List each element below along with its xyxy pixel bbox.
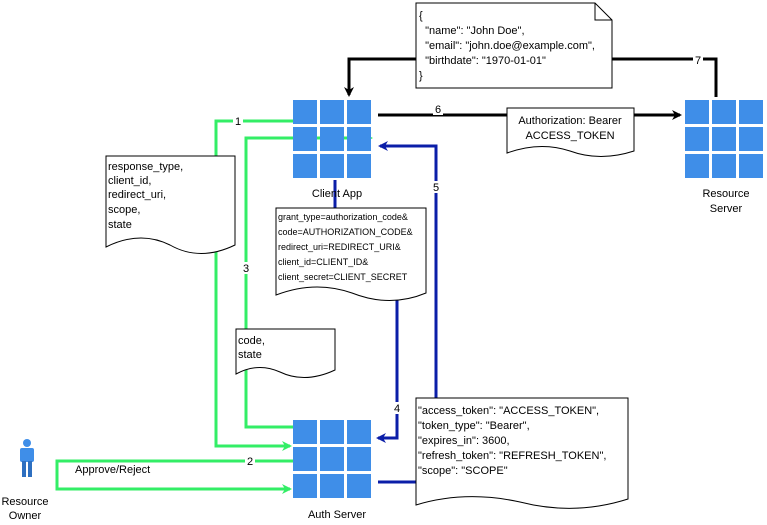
step-number: 2 — [247, 456, 253, 468]
step-4-label: 4 — [392, 402, 402, 415]
node-tile — [347, 154, 371, 178]
code-response-line: state — [238, 349, 262, 361]
flow-1-edge — [214, 119, 293, 451]
node-tile — [347, 100, 371, 124]
node-tile — [320, 420, 344, 444]
token-request-note: grant_type=authorization_code& code=AUTH… — [275, 207, 427, 301]
auth-header-note: Authorization: Bearer ACCESS_TOKEN — [506, 107, 635, 157]
token-request-line: client_secret=CLIENT_SECRET — [278, 272, 408, 282]
resource-owner-label: Owner — [9, 510, 42, 522]
node-tile — [712, 154, 736, 178]
code-response-note: code, state — [235, 328, 336, 378]
step-number: 4 — [394, 403, 400, 415]
token-response-line: "access_token": "ACCESS_TOKEN", — [418, 405, 599, 417]
token-response-line: "expires_in": 3600, — [418, 435, 510, 447]
node-tile — [685, 127, 709, 151]
step-6-label: 6 — [433, 103, 443, 116]
node-tile — [347, 420, 371, 444]
approve-reject-label: Approve/Reject — [75, 464, 150, 476]
node-tile — [293, 420, 317, 444]
auth-request-line: redirect_uri, — [108, 189, 166, 201]
node-tile — [320, 474, 344, 498]
node-tile — [293, 474, 317, 498]
flow-2-edge — [55, 459, 293, 494]
step-number: 5 — [433, 182, 439, 194]
node-tile — [712, 127, 736, 151]
client-app-label: Client App — [312, 188, 362, 200]
resource-server-icon — [685, 100, 763, 178]
token-response-line: "scope": "SCOPE" — [418, 465, 508, 477]
node-tile — [739, 100, 763, 124]
user-info-line: "birthdate": "1970-01-01" — [419, 55, 546, 67]
user-info-line: "name": "John Doe", — [419, 25, 525, 37]
step-2-label: 2 — [245, 455, 255, 468]
step-7-label: 7 — [693, 54, 703, 67]
auth-request-note: response_type, client_id, redirect_uri, … — [105, 155, 236, 254]
node-tile — [347, 474, 371, 498]
token-response-line: "refresh_token": "REFRESH_TOKEN", — [418, 450, 606, 462]
auth-request-line: response_type, — [108, 161, 183, 173]
node-tile — [320, 154, 344, 178]
auth-request-line: state — [108, 219, 132, 231]
auth-header-line: ACCESS_TOKEN — [525, 130, 614, 142]
resource-server-label: Resource — [702, 188, 749, 200]
node-tile — [739, 154, 763, 178]
node-tile — [347, 127, 371, 151]
resource-owner-label: Resource — [1, 496, 48, 508]
step-number: 3 — [243, 263, 249, 275]
token-request-line: redirect_uri=REDIRECT_URI& — [278, 242, 401, 252]
auth-request-line: scope, — [108, 204, 140, 216]
token-request-line: code=AUTHORIZATION_CODE& — [278, 227, 413, 237]
node-tile — [685, 100, 709, 124]
user-info-line: } — [419, 70, 423, 82]
user-info-note: { "name": "John Doe", "email": "john.doe… — [415, 2, 613, 89]
token-response-line: "token_type": "Bearer", — [418, 420, 530, 432]
step-number: 6 — [435, 104, 441, 116]
token-response-note: "access_token": "ACCESS_TOKEN", "token_t… — [415, 397, 629, 509]
step-3-label: 3 — [241, 262, 251, 275]
node-tile — [320, 100, 344, 124]
node-tile — [320, 127, 344, 151]
auth-server-label: Auth Server — [308, 509, 366, 521]
token-request-line: client_id=CLIENT_ID& — [278, 257, 368, 267]
resource-owner-icon — [20, 439, 34, 477]
auth-server-icon — [293, 420, 371, 498]
node-tile — [293, 100, 317, 124]
code-response-line: code, — [238, 335, 265, 347]
step-number: 1 — [235, 116, 241, 128]
step-number: 7 — [695, 55, 701, 67]
user-info-line: { — [419, 10, 423, 22]
node-tile — [712, 100, 736, 124]
flow-5-edge — [378, 141, 438, 484]
step-1-label: 1 — [233, 115, 243, 128]
user-info-line: "email": "john.doe@example.com", — [419, 40, 595, 52]
node-tile — [739, 127, 763, 151]
client-app-icon — [293, 100, 371, 178]
node-tile — [293, 127, 317, 151]
node-tile — [293, 447, 317, 471]
token-request-line: grant_type=authorization_code& — [278, 212, 408, 222]
step-5-label: 5 — [431, 181, 441, 194]
node-tile — [293, 154, 317, 178]
auth-header-line: Authorization: Bearer — [518, 115, 622, 127]
auth-request-line: client_id, — [108, 175, 151, 187]
node-tile — [320, 447, 344, 471]
node-tile — [347, 447, 371, 471]
resource-server-label: Server — [710, 203, 743, 215]
node-tile — [685, 154, 709, 178]
